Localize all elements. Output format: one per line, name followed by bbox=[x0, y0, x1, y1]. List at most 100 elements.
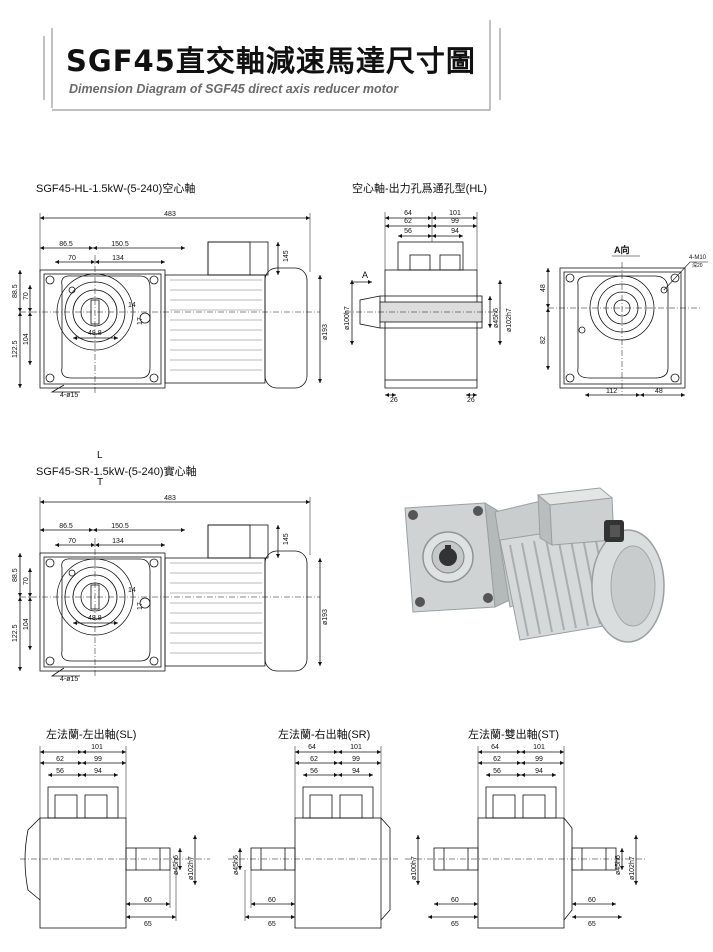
st-dim-101: 101 bbox=[533, 744, 545, 751]
dim-48-v: 48 bbox=[540, 284, 547, 292]
hollow-section-dims: A 64 101 62 99 56 94 ø100h7 ø45h6 ø102h7… bbox=[344, 210, 513, 404]
sr-dim-64: 64 bbox=[308, 744, 316, 751]
solid-model-prefix: SGF45-S bbox=[36, 466, 82, 478]
sl-dim-65: 65 bbox=[144, 921, 152, 928]
title-frame bbox=[43, 20, 501, 111]
dim-70-v: 70 bbox=[23, 292, 30, 300]
dim-17-2: 17 bbox=[137, 602, 144, 610]
sr-dim-56: 56 bbox=[310, 768, 318, 775]
dim-88-5-2: 88.5 bbox=[12, 568, 19, 582]
dim-70-v-2: 70 bbox=[23, 577, 30, 585]
sr-dim-99: 99 bbox=[352, 756, 360, 763]
section-arrow-a: A bbox=[362, 270, 368, 280]
dim-94: 94 bbox=[451, 228, 459, 235]
dim-82: 82 bbox=[540, 336, 547, 344]
sr-dim-101: 101 bbox=[350, 744, 362, 751]
solid-upper-letter: L bbox=[97, 450, 103, 461]
st-dim-60-right: 60 bbox=[588, 897, 596, 904]
st-dim-64: 64 bbox=[491, 744, 499, 751]
st-dim-dia45h6: ø45h6 bbox=[615, 855, 622, 875]
dim-14: 14 bbox=[128, 302, 136, 309]
sl-dim-62: 62 bbox=[56, 756, 64, 763]
a-view-dims: A向 4-M10 深20 48 82 112 48 bbox=[540, 244, 707, 395]
sr-dims: 64 101 62 99 56 94 ø45h6 60 65 bbox=[233, 744, 362, 928]
st-dim-62: 62 bbox=[493, 756, 501, 763]
dim-dia102h7: ø102h7 bbox=[506, 308, 513, 332]
hollow-output-label: 空心軸-出力孔爲通孔型(HL) bbox=[352, 183, 488, 195]
hollow-side-view bbox=[18, 213, 322, 395]
hollow-side-dims: 483 86.5 150.5 70 134 145 88.5 122.5 70 … bbox=[12, 211, 329, 399]
solid-side-dims: 483 86.5 150.5 70 134 145 88.5 122.5 70 … bbox=[12, 495, 329, 683]
solid-lower-letter: T bbox=[97, 477, 104, 488]
dim-14-2: 14 bbox=[128, 587, 136, 594]
dim-70: 70 bbox=[68, 255, 76, 262]
dim-88-5: 88.5 bbox=[12, 284, 19, 298]
solid-model-letter: R bbox=[81, 466, 90, 478]
dim-104-2: 104 bbox=[23, 618, 30, 630]
sr-dim-62: 62 bbox=[310, 756, 318, 763]
solid-model-suffix: -1.5kW-(5-240)實心軸 bbox=[89, 466, 197, 478]
sr-dim-65: 65 bbox=[268, 921, 276, 928]
sr-dim-60: 60 bbox=[268, 897, 276, 904]
dim-48-8: 48.8 bbox=[88, 330, 102, 337]
st-label: 左法蘭-雙出軸(ST) bbox=[468, 729, 560, 741]
dim-dia45h6: ø45h6 bbox=[493, 308, 500, 328]
dim-m10: 4-M10 bbox=[689, 255, 707, 261]
sl-dim-94: 94 bbox=[94, 768, 102, 775]
motor-photo bbox=[398, 487, 698, 675]
sl-dims: 101 62 99 56 94 ø45h6 ø102h7 60 65 bbox=[56, 744, 195, 928]
st-dim-dia102h7: ø102h7 bbox=[629, 856, 636, 880]
dim-86-5: 86.5 bbox=[59, 241, 73, 248]
dim-holes: 4-ø15 bbox=[60, 392, 78, 399]
sl-dim-56: 56 bbox=[56, 768, 64, 775]
dim-holes-2: 4-ø15 bbox=[60, 676, 78, 683]
dim-26-left: 26 bbox=[390, 397, 398, 404]
dim-64: 64 bbox=[404, 210, 412, 217]
dim-dia100h7: ø100h7 bbox=[344, 306, 351, 330]
st-dim-60-left: 60 bbox=[451, 897, 459, 904]
sr-dim-dia45h6: ø45h6 bbox=[233, 855, 240, 875]
dim-150-5-2: 150.5 bbox=[111, 523, 129, 530]
sl-dim-dia102h7: ø102h7 bbox=[188, 856, 195, 880]
st-dim-65-left: 65 bbox=[451, 921, 459, 928]
sl-dim-60: 60 bbox=[144, 897, 152, 904]
dim-dia193: ø193 bbox=[322, 324, 329, 340]
page-title: SGF45直交軸減速馬達尺寸圖 bbox=[66, 44, 476, 78]
dim-134: 134 bbox=[112, 255, 124, 262]
sl-dim-dia45h6: ø45h6 bbox=[173, 855, 180, 875]
a-view bbox=[546, 255, 708, 397]
dim-overall-2: 483 bbox=[164, 495, 176, 502]
dim-104: 104 bbox=[23, 333, 30, 345]
hollow-model-label: SGF45-HL-1.5kW-(5-240)空心軸 bbox=[36, 183, 196, 195]
sl-dim-101: 101 bbox=[91, 744, 103, 751]
dim-48-h: 48 bbox=[655, 388, 663, 395]
dim-145: 145 bbox=[283, 250, 290, 262]
hollow-section-view bbox=[345, 212, 502, 397]
dim-134-2: 134 bbox=[112, 538, 124, 545]
dim-26-right: 26 bbox=[467, 397, 475, 404]
dim-56: 56 bbox=[404, 228, 412, 235]
dim-70-2: 70 bbox=[68, 538, 76, 545]
sl-dim-99: 99 bbox=[94, 756, 102, 763]
st-view bbox=[405, 746, 645, 929]
dim-99: 99 bbox=[451, 218, 459, 225]
dim-overall: 483 bbox=[164, 211, 176, 218]
dim-48-8-2: 48.8 bbox=[88, 615, 102, 622]
solid-side-view bbox=[18, 497, 322, 678]
dim-122-5-2: 122.5 bbox=[12, 624, 19, 642]
st-dim-56: 56 bbox=[493, 768, 501, 775]
dim-122-5: 122.5 bbox=[12, 340, 19, 358]
a-view-label: A向 bbox=[614, 244, 630, 255]
sr-label: 左法蘭-右出軸(SR) bbox=[278, 729, 371, 741]
dim-m10-depth: 深20 bbox=[692, 262, 703, 269]
dim-17: 17 bbox=[137, 317, 144, 325]
page-subtitle: Dimension Diagram of SGF45 direct axis r… bbox=[69, 82, 399, 96]
st-dims: 64 101 62 99 56 94 ø100h7 ø45h6 ø102h7 6… bbox=[411, 744, 636, 928]
sl-label: 左法蘭-左出軸(SL) bbox=[46, 729, 137, 741]
st-dim-94: 94 bbox=[535, 768, 543, 775]
dim-86-5-2: 86.5 bbox=[59, 523, 73, 530]
st-dim-99: 99 bbox=[535, 756, 543, 763]
dim-dia193-2: ø193 bbox=[322, 609, 329, 625]
dim-101: 101 bbox=[449, 210, 461, 217]
